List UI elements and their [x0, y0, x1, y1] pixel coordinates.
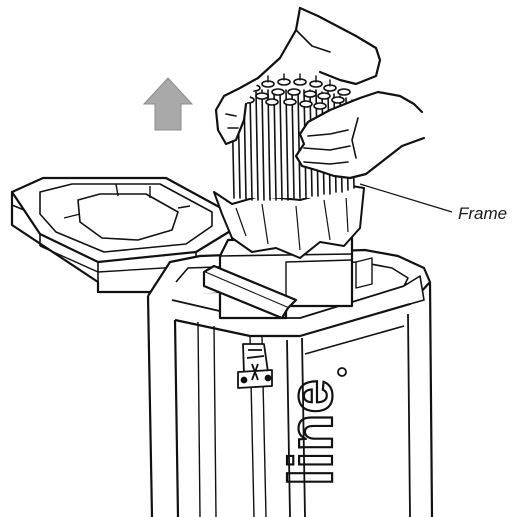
frame-callout: Frame: [359, 183, 507, 223]
left-hand: [214, 6, 382, 146]
lift-direction-arrow: [142, 77, 194, 131]
container-latch: [237, 343, 273, 389]
logo-text: line: [277, 379, 346, 486]
frame-label: Frame: [458, 204, 507, 223]
logo-dot: [337, 367, 347, 377]
container-logo: line: [276, 367, 347, 487]
right-hand: [294, 90, 426, 180]
handle-bar: [202, 264, 298, 320]
frame-callout-leader: [359, 183, 453, 213]
